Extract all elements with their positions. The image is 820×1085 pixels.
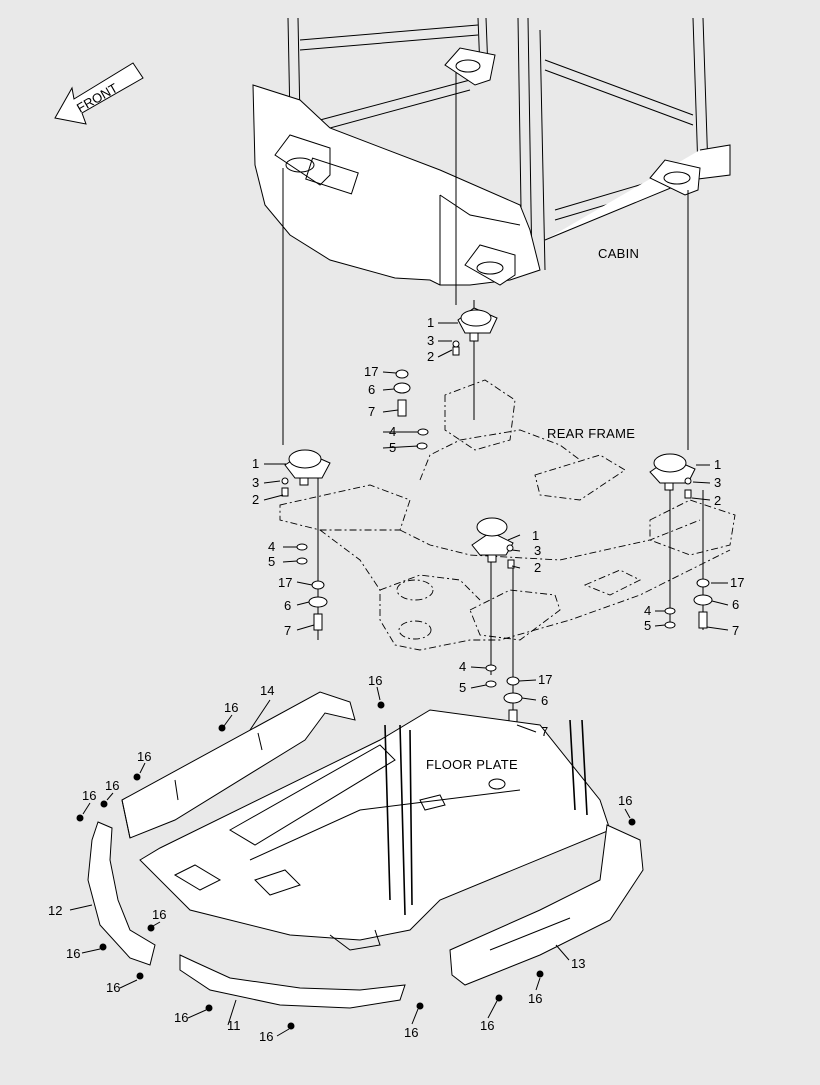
callout-16f: 16 — [152, 907, 166, 922]
callout-5c: 5 — [644, 618, 651, 633]
callout-16c: 16 — [137, 749, 151, 764]
callout-3d: 3 — [714, 475, 721, 490]
callout-16b: 16 — [224, 700, 238, 715]
callout-1c: 1 — [532, 528, 539, 543]
callout-7d: 7 — [541, 724, 548, 739]
rubber-mount-middle — [471, 517, 514, 563]
callout-16l: 16 — [618, 793, 632, 808]
callout-16k: 16 — [404, 1025, 418, 1040]
front-cover-12 — [87, 821, 156, 966]
callout-16d: 16 — [105, 778, 119, 793]
callout-4b: 4 — [268, 539, 275, 554]
callout-2c: 2 — [534, 560, 541, 575]
rubber-mount-right — [649, 453, 696, 491]
callout-16n: 16 — [528, 991, 542, 1006]
rubber-mount-left — [284, 449, 331, 486]
callout-4c: 4 — [644, 603, 651, 618]
floor-plate-assembly: FLOOR PLATE — [139, 709, 611, 951]
callout-5d: 5 — [459, 680, 466, 695]
callout-1d: 1 — [714, 457, 721, 472]
callout-17d: 17 — [538, 672, 552, 687]
callout-7c: 7 — [732, 623, 739, 638]
callout-17c: 17 — [730, 575, 744, 590]
callout-4a: 4 — [389, 424, 396, 439]
hardware-stacks — [281, 340, 713, 727]
floor-plate-label: FLOOR PLATE — [426, 757, 518, 772]
callout-16j: 16 — [259, 1029, 273, 1044]
callout-5b: 5 — [268, 554, 275, 569]
callout-11: 11 — [227, 1018, 241, 1033]
callout-4d: 4 — [459, 659, 466, 674]
side-cover-14 — [121, 691, 356, 839]
cabin-label: CABIN — [598, 246, 639, 261]
bottom-cover-11 — [179, 954, 406, 1009]
callout-6d: 6 — [541, 693, 548, 708]
callout-6b: 6 — [284, 598, 291, 613]
side-cover-13 — [449, 824, 644, 986]
callout-17b: 17 — [278, 575, 292, 590]
callout-3b: 3 — [252, 475, 259, 490]
rubber-mount-center — [457, 307, 498, 342]
callout-3a: 3 — [427, 333, 434, 348]
callout-16h: 16 — [106, 980, 120, 995]
leader-lines — [69, 322, 729, 1037]
cabin-assembly: CABIN — [252, 17, 731, 286]
callout-16g: 16 — [66, 946, 80, 961]
callout-14: 14 — [260, 683, 274, 698]
callout-13: 13 — [571, 956, 585, 971]
callout-7b: 7 — [284, 623, 291, 638]
rear-frame-assembly: REAR FRAME — [279, 379, 736, 651]
callout-6c: 6 — [732, 597, 739, 612]
rear-frame-label: REAR FRAME — [547, 426, 635, 441]
callout-5a: 5 — [389, 440, 396, 455]
floor-bolts — [76, 701, 636, 1030]
callout-17a: 17 — [364, 364, 378, 379]
callout-2a: 2 — [427, 349, 434, 364]
front-arrow-icon: FRONT — [54, 62, 144, 125]
callout-2d: 2 — [714, 493, 721, 508]
callout-7a: 7 — [368, 404, 375, 419]
callout-3c: 3 — [534, 543, 541, 558]
callout-2b: 2 — [252, 492, 259, 507]
callout-1a: 1 — [427, 315, 434, 330]
callout-16e: 16 — [82, 788, 96, 803]
callout-12: 12 — [48, 903, 62, 918]
callout-16a: 16 — [368, 673, 382, 688]
callout-labels: 1 3 2 17 6 7 4 5 1 3 2 4 5 17 6 7 1 3 2 … — [48, 315, 744, 1044]
callout-16m: 16 — [480, 1018, 494, 1033]
callout-6a: 6 — [368, 382, 375, 397]
callout-1b: 1 — [252, 456, 259, 471]
callout-16i: 16 — [174, 1010, 188, 1025]
